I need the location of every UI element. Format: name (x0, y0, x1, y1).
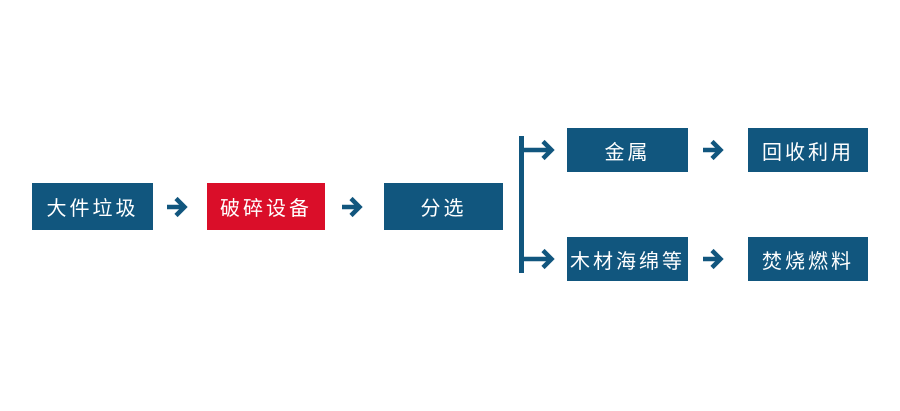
right-arrow-icon (703, 139, 724, 161)
branch-connector-line (519, 136, 524, 273)
node-wood-sponge-label: 木材海绵等 (570, 250, 685, 273)
node-bulky-waste: 大件垃圾 (32, 183, 153, 230)
right-arrow-icon (342, 196, 363, 218)
node-bulky-waste-label: 大件垃圾 (46, 198, 139, 220)
branch-right-arrow-icon (524, 248, 555, 270)
right-arrow-icon (703, 248, 724, 270)
node-wood-sponge: 木材海绵等 (567, 237, 688, 281)
branch-right-arrow-icon (524, 139, 555, 161)
node-recycling: 回收利用 (748, 128, 868, 172)
node-crushing-equipment-label: 破碎设备 (220, 198, 312, 220)
right-arrow-icon (167, 196, 188, 218)
node-crushing-equipment: 破碎设备 (207, 183, 325, 230)
node-sorting-label: 分选 (420, 198, 467, 220)
node-metal: 金属 (567, 128, 688, 172)
node-incineration-fuel-label: 焚烧燃料 (762, 250, 854, 273)
node-metal-label: 金属 (604, 141, 651, 164)
node-recycling-label: 回收利用 (762, 141, 854, 164)
node-sorting: 分选 (384, 183, 503, 230)
node-incineration-fuel: 焚烧燃料 (748, 237, 868, 281)
